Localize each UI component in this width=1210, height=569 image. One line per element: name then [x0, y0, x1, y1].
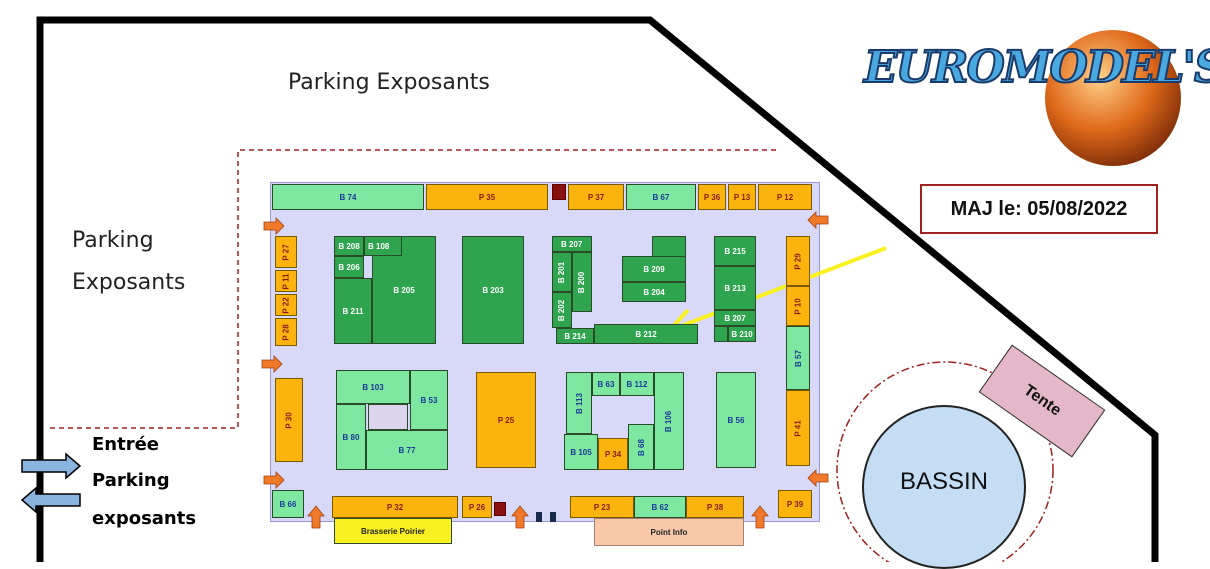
booth-b201[interactable]: B 201 [552, 252, 572, 292]
bassin-label: BASSIN [899, 468, 989, 495]
brasserie-poirier[interactable]: Brasserie Poirier [334, 518, 452, 544]
booth-p37[interactable]: P 37 [568, 184, 624, 210]
entree-label-1: Entrée [92, 434, 160, 455]
booth-b105[interactable]: B 105 [564, 434, 598, 470]
booth-p36[interactable]: P 36 [698, 184, 726, 210]
booth-b202[interactable]: B 202 [552, 292, 572, 328]
booth-p30[interactable]: P 30 [275, 378, 303, 462]
booth-b80[interactable]: B 80 [336, 404, 366, 470]
booth-b204[interactable]: B 204 [622, 282, 686, 302]
booth-b66[interactable]: B 66 [272, 490, 304, 518]
booth-b68[interactable]: B 68 [628, 424, 654, 470]
booth-p34[interactable]: P 34 [598, 438, 628, 470]
booth-b215[interactable]: B 215 [714, 236, 756, 266]
booth-p27[interactable]: P 27 [275, 236, 297, 268]
booth-p41[interactable]: P 41 [786, 390, 810, 466]
booth-b206[interactable]: B 206 [334, 256, 364, 278]
booth-p38[interactable]: P 38 [686, 496, 744, 518]
booth-b200[interactable]: B 200 [572, 252, 592, 312]
booth-p11[interactable]: P 11 [275, 270, 297, 292]
booth-p23[interactable]: P 23 [570, 496, 634, 518]
booth-red-bottom[interactable] [494, 502, 506, 516]
booth-b113[interactable]: B 113 [566, 372, 592, 434]
booth-b67[interactable]: B 67 [626, 184, 696, 210]
booth-b212[interactable]: B 212 [594, 324, 698, 344]
booth-p26[interactable]: P 26 [462, 496, 492, 518]
point-info[interactable]: Point Info [594, 518, 744, 546]
booth-b106[interactable]: B 106 [654, 372, 684, 470]
booth-b211[interactable]: B 211 [334, 278, 372, 344]
booth-p29[interactable]: P 29 [786, 236, 810, 286]
booth-b56[interactable]: B 56 [716, 372, 756, 468]
update-date-text: MAJ le: 05/08/2022 [950, 197, 1128, 220]
update-date-box: MAJ le: 05/08/2022 [920, 184, 1158, 234]
booth-b208[interactable]: B 208 [334, 236, 364, 256]
booth-b74[interactable]: B 74 [272, 184, 424, 210]
parking-top-label: Parking Exposants [288, 70, 490, 95]
entree-label-2: Parking [92, 470, 170, 491]
booth-b210[interactable]: B 210 [728, 326, 756, 342]
booth-b62[interactable]: B 62 [634, 496, 686, 518]
booth-p39[interactable]: P 39 [778, 490, 812, 518]
entree-arrows-icon [20, 452, 82, 514]
booth-p35[interactable]: P 35 [426, 184, 548, 210]
booth-p25[interactable]: P 25 [476, 372, 536, 468]
booth-b207-left[interactable]: B 207 [552, 236, 592, 252]
booth-b214[interactable]: B 214 [556, 328, 594, 344]
booth-p13[interactable]: P 13 [728, 184, 756, 210]
booth-p28[interactable]: P 28 [275, 318, 297, 346]
central-void [368, 404, 408, 430]
booth-b210-left[interactable] [714, 326, 728, 342]
booth-b112[interactable]: B 112 [620, 372, 654, 396]
booth-p22[interactable]: P 22 [275, 294, 297, 316]
booth-p10[interactable]: P 10 [786, 286, 810, 326]
booth-b213[interactable]: B 213 [714, 266, 756, 310]
parking-left-label-1: Parking [72, 228, 154, 253]
booth-b207-right[interactable]: B 207 [714, 310, 756, 326]
booth-b63[interactable]: B 63 [592, 372, 620, 396]
booth-b53[interactable]: B 53 [410, 370, 448, 430]
booth-b57[interactable]: B 57 [786, 326, 810, 390]
booth-red-top[interactable] [552, 184, 566, 200]
entree-label-3: exposants [92, 508, 197, 529]
booth-b108[interactable]: B 108 [364, 236, 402, 256]
booth-b203[interactable]: B 203 [462, 236, 524, 344]
euromodels-logo [1045, 30, 1181, 166]
booth-b209-top[interactable] [652, 236, 686, 256]
booth-p12[interactable]: P 12 [758, 184, 812, 210]
booth-b209[interactable]: B 209 [622, 256, 686, 282]
booth-b77[interactable]: B 77 [366, 430, 448, 470]
parking-left-label-2: Exposants [72, 270, 186, 295]
booth-p32[interactable]: P 32 [332, 496, 458, 518]
booth-b205[interactable]: B 205 [372, 236, 436, 344]
logo-text: EUROMODEL'S [863, 41, 1210, 94]
booth-b103[interactable]: B 103 [336, 370, 410, 404]
